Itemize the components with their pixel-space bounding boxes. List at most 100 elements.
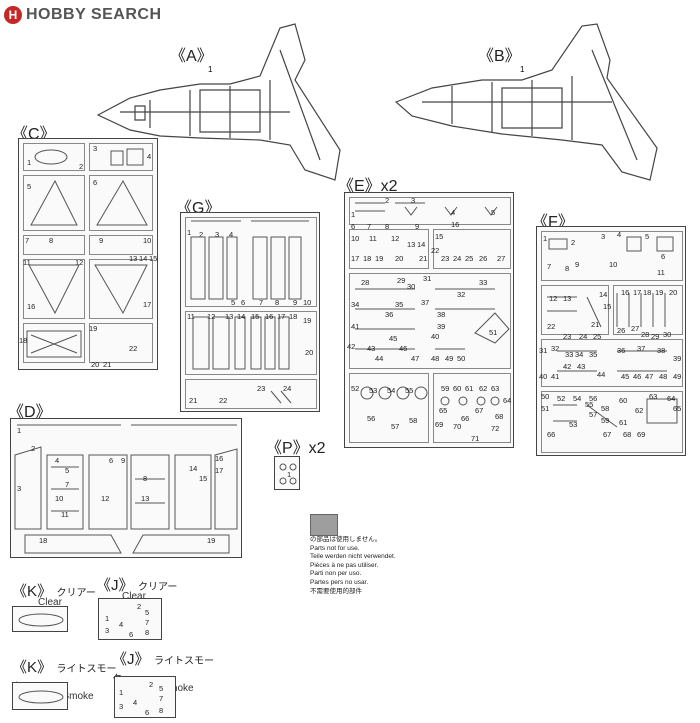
part-number: 41 <box>351 322 360 331</box>
notice-line: Partes pers no usar. <box>310 578 369 586</box>
part-number: 57 <box>391 422 400 431</box>
part-number: 55 <box>585 400 594 409</box>
sprue-k1-label-group: 《K》 クリアー Clear <box>12 580 102 608</box>
part-number: 1 <box>287 470 292 479</box>
part-number: 60 <box>619 396 628 405</box>
part-number: 7 <box>65 480 70 489</box>
part-number: 1 <box>105 614 110 623</box>
part-number: 2 <box>199 230 204 239</box>
sprue-k2-frame <box>12 682 68 710</box>
part-number: 13 <box>225 312 234 321</box>
sprue-p-label: 《P》x2 <box>266 440 326 457</box>
notice-line: の部品は使用しません。 <box>310 536 382 543</box>
part-number: 6 <box>351 222 356 231</box>
part-number: 50 <box>541 392 550 401</box>
part-number: 7 <box>259 298 264 307</box>
part-number: 8 <box>275 298 280 307</box>
sprue-k1-label: 《K》 <box>12 583 53 600</box>
part-number: 8 <box>145 628 150 637</box>
part-number: 17 <box>351 254 360 263</box>
part-number: 59 <box>601 416 610 425</box>
part-number: 10 <box>143 236 152 245</box>
part-number: 3 <box>601 232 606 241</box>
part-number: 48 <box>431 354 440 363</box>
part-number: 14 <box>599 290 608 299</box>
part-number: 3 <box>411 196 416 205</box>
part-number: 18 <box>643 288 652 297</box>
part-number: 18 <box>363 254 372 263</box>
part-number: 72 <box>491 424 500 433</box>
part-number: 4 <box>617 230 622 239</box>
part-number: 8 <box>385 222 390 231</box>
part-number: 3 <box>119 702 124 711</box>
part-number: 30 <box>407 282 416 291</box>
part-number: 61 <box>465 384 474 393</box>
part-number: 12 <box>207 312 216 321</box>
part-number: 13 <box>141 494 150 503</box>
notice-line: Parti non per uso. <box>310 570 362 578</box>
part-number: 29 <box>397 276 406 285</box>
part-number: 54 <box>573 394 582 403</box>
part-number: 21 <box>189 396 198 405</box>
part-number: 10 <box>609 260 618 269</box>
part-number: 53 <box>569 420 578 429</box>
part-number: 7 <box>159 694 164 703</box>
part-number: 8 <box>49 236 54 245</box>
part-number: 24 <box>579 332 588 341</box>
part-number: 14 <box>237 312 246 321</box>
sprue-c-frame: 1 2 3 4 5 6 7 8 9 10 11 12 13 14 15 16 1… <box>18 138 158 370</box>
part-number: 46 <box>633 372 642 381</box>
part-number: 44 <box>597 370 606 379</box>
part-number: 47 <box>411 354 420 363</box>
part-number: 4 <box>55 456 60 465</box>
part-number: 10 <box>55 494 64 503</box>
part-number: 48 <box>659 372 668 381</box>
part-number: 66 <box>461 414 470 423</box>
part-number: 55 <box>405 386 414 395</box>
sprue-e-frame: 1 2 3 4 5 6 7 8 9 10 11 12 13 14 15 16 1… <box>344 192 514 448</box>
part-number: 7 <box>145 618 150 627</box>
part-number: 26 <box>479 254 488 263</box>
part-number: 15 <box>149 254 158 263</box>
part-number: 62 <box>479 384 488 393</box>
part-number: 67 <box>603 430 612 439</box>
part-number: 42 <box>563 362 572 371</box>
part-number: 6 <box>661 252 666 261</box>
part-number: 1 <box>27 158 32 167</box>
part-number: 27 <box>497 254 506 263</box>
part-number: 53 <box>369 386 378 395</box>
part-number: 15 <box>603 302 612 311</box>
part-number: 35 <box>589 350 598 359</box>
part-number: 68 <box>495 412 504 421</box>
part-number: 71 <box>471 434 480 443</box>
part-number: 62 <box>635 406 644 415</box>
part-number: 13 <box>407 240 416 249</box>
part-number: 63 <box>491 384 500 393</box>
sprue-d-frame: 1 2 3 4 5 6 7 8 9 10 11 12 13 14 15 16 1… <box>10 418 242 558</box>
sprue-g-frame: 1 2 3 4 5 6 7 8 9 10 11 12 13 14 15 16 1… <box>180 212 320 412</box>
part-number: 68 <box>623 430 632 439</box>
sprue-k1-jp: クリアー <box>56 588 96 599</box>
part-number: 7 <box>547 262 552 271</box>
part-number: 4 <box>147 152 152 161</box>
part-number: 26 <box>617 326 626 335</box>
part-number: 5 <box>159 684 164 693</box>
sprue-j2-frame: 1 2 3 4 5 6 7 8 <box>114 676 176 718</box>
sprue-a-label: 《A》 <box>170 48 213 65</box>
part-number: 15 <box>199 474 208 483</box>
sprue-a-num: 1 <box>208 65 213 74</box>
part-number: 11 <box>23 258 31 267</box>
part-number: 36 <box>385 310 394 319</box>
part-number: 7 <box>367 222 372 231</box>
part-number: 38 <box>657 346 666 355</box>
logo-badge: H <box>4 6 22 24</box>
part-number: 23 <box>441 254 450 263</box>
part-number: 31 <box>423 274 432 283</box>
hobby-search-logo: H HOBBY SEARCH <box>4 4 162 26</box>
part-number: 9 <box>121 456 126 465</box>
part-number: 43 <box>577 362 586 371</box>
unused-parts-notice: の部品は使用しません。 Parts not for use. Teile wer… <box>310 536 450 596</box>
part-number: 12 <box>101 494 110 503</box>
part-number: 5 <box>231 298 236 307</box>
part-number: 37 <box>421 298 430 307</box>
